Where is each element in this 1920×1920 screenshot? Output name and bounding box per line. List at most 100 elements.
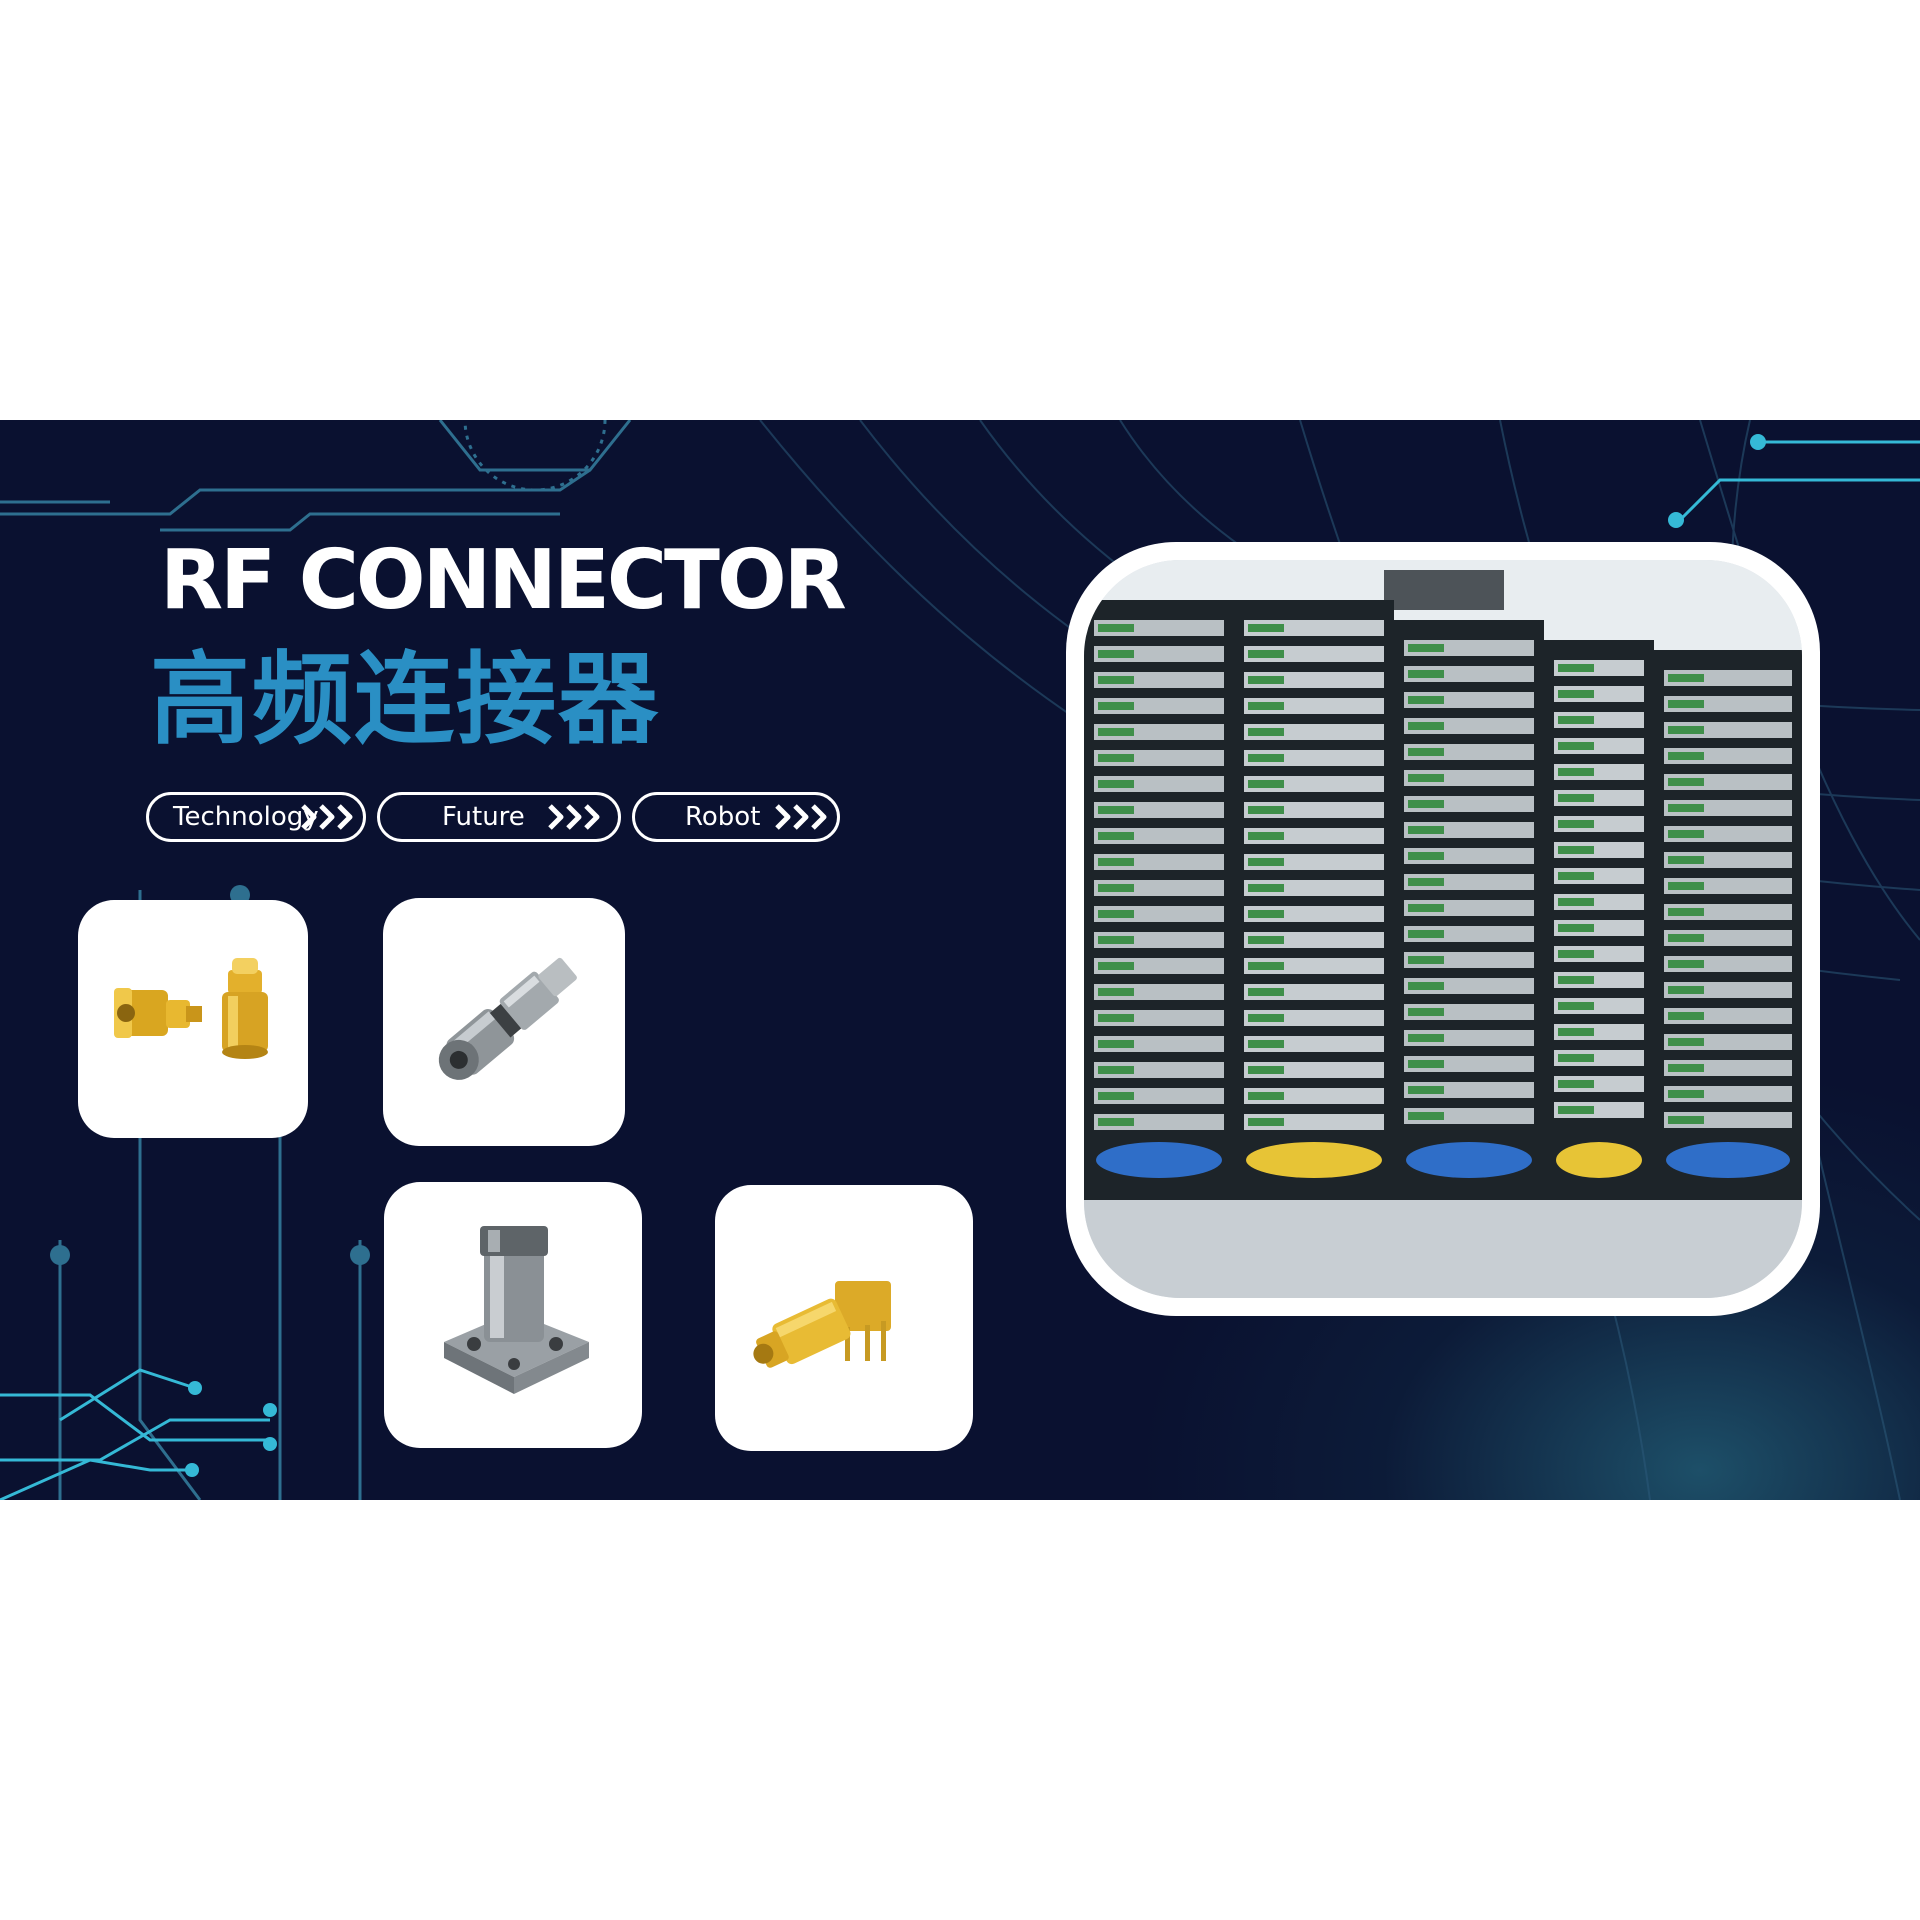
rack-unit-display: [1668, 778, 1704, 786]
rack-unit-display: [1668, 934, 1704, 942]
rack-unit-display: [1408, 956, 1444, 964]
rack-unit-display: [1408, 852, 1444, 860]
tag-robot[interactable]: Robot: [632, 792, 840, 842]
rack-unit-display: [1098, 702, 1134, 710]
rack-unit-display: [1668, 1090, 1704, 1098]
rack-unit-display: [1408, 878, 1444, 886]
rack-unit-display: [1668, 960, 1704, 968]
rack-unit-display: [1248, 1014, 1284, 1022]
title-chinese: 高频连接器: [150, 641, 660, 758]
rack-unit-display: [1098, 858, 1134, 866]
tag-technology-label: Technology: [173, 802, 319, 832]
fiber-cable-bundle: [1096, 1142, 1222, 1178]
fiber-cable-bundle: [1406, 1142, 1532, 1178]
server-rack: [1234, 600, 1394, 1200]
rack-unit-display: [1248, 832, 1284, 840]
rack-unit-display: [1408, 982, 1444, 990]
rack-unit-display: [1098, 1118, 1134, 1126]
rack-unit-display: [1098, 806, 1134, 814]
rack-unit-display: [1558, 898, 1594, 906]
rack-unit-display: [1408, 774, 1444, 782]
rack-unit-display: [1248, 936, 1284, 944]
rack-unit-display: [1558, 716, 1594, 724]
rack-unit-display: [1248, 1118, 1284, 1126]
rack-unit-display: [1098, 780, 1134, 788]
product-card-bnc: [383, 898, 625, 1146]
rack-unit-display: [1558, 664, 1594, 672]
fiber-cable-bundle: [1666, 1142, 1790, 1178]
rack-unit-display: [1558, 872, 1594, 880]
rack-unit-display: [1098, 910, 1134, 918]
rack-unit-display: [1098, 1066, 1134, 1074]
rack-unit-display: [1098, 1092, 1134, 1100]
rack-unit-display: [1408, 930, 1444, 938]
server-rack: [1084, 600, 1234, 1200]
rack-unit-display: [1248, 728, 1284, 736]
triple-chevron-right-icon: [548, 804, 600, 830]
rack-unit-display: [1408, 696, 1444, 704]
rack-unit-display: [1558, 950, 1594, 958]
rack-unit-display: [1248, 754, 1284, 762]
rack-unit-display: [1248, 702, 1284, 710]
rack-unit-display: [1668, 908, 1704, 916]
main-photo-frame: [1066, 542, 1820, 1316]
rack-unit-display: [1558, 1028, 1594, 1036]
rack-unit-display: [1408, 1112, 1444, 1120]
rack-unit-display: [1558, 846, 1594, 854]
rack-unit-display: [1668, 674, 1704, 682]
rack-unit-display: [1408, 1008, 1444, 1016]
rack-unit-display: [1668, 882, 1704, 890]
rack-unit-display: [1668, 804, 1704, 812]
rack-unit-display: [1248, 884, 1284, 892]
rack-unit-display: [1248, 624, 1284, 632]
rack-unit-display: [1248, 858, 1284, 866]
rack-unit-display: [1248, 1066, 1284, 1074]
product-card-right-angle-sma: [715, 1185, 973, 1451]
rack-unit-display: [1098, 832, 1134, 840]
right-angle-sma-connector-image: [753, 1281, 891, 1368]
rack-unit-display: [1408, 670, 1444, 678]
rack-unit-display: [1248, 1040, 1284, 1048]
fiber-cable-bundle: [1246, 1142, 1382, 1178]
tag-future-label: Future: [442, 802, 525, 832]
product-card-flange-sma: [384, 1182, 642, 1448]
rack-unit-display: [1098, 650, 1134, 658]
rack-unit-display: [1248, 962, 1284, 970]
rack-unit-display: [1668, 856, 1704, 864]
rack-unit-display: [1668, 1064, 1704, 1072]
rack-unit-display: [1098, 1040, 1134, 1048]
rack-unit-display: [1558, 794, 1594, 802]
rack-unit-display: [1098, 988, 1134, 996]
rack-unit-display: [1408, 1060, 1444, 1068]
rack-unit-display: [1408, 1034, 1444, 1042]
rack-unit-display: [1098, 1014, 1134, 1022]
rack-unit-display: [1408, 644, 1444, 652]
rack-unit-display: [1668, 1116, 1704, 1124]
rack-unit-display: [1558, 924, 1594, 932]
tag-future[interactable]: Future: [377, 792, 621, 842]
rack-unit-display: [1668, 986, 1704, 994]
rack-unit-display: [1558, 742, 1594, 750]
rack-unit-display: [1248, 806, 1284, 814]
triple-chevron-right-icon: [775, 804, 827, 830]
product-card-mmcx: [78, 900, 308, 1138]
rack-unit-display: [1558, 1054, 1594, 1062]
rack-unit-display: [1668, 700, 1704, 708]
tag-technology[interactable]: Technology: [146, 792, 366, 842]
rack-unit-display: [1668, 752, 1704, 760]
triple-chevron-right-icon: [301, 804, 353, 830]
rack-unit-display: [1248, 650, 1284, 658]
gold-connector-pair-image: [114, 958, 268, 1059]
rack-unit-display: [1248, 988, 1284, 996]
title-english: RF CONNECTOR: [160, 533, 847, 628]
rack-unit-display: [1248, 910, 1284, 918]
rack-unit-display: [1098, 754, 1134, 762]
rack-unit-display: [1408, 826, 1444, 834]
banner: RF CONNECTOR 高频连接器 Technology Future Rob…: [0, 420, 1920, 1500]
rack-unit-display: [1408, 748, 1444, 756]
rack-unit-display: [1408, 722, 1444, 730]
rack-unit-display: [1098, 884, 1134, 892]
tag-robot-label: Robot: [685, 802, 761, 832]
rack-unit-display: [1558, 976, 1594, 984]
rack-unit-display: [1668, 1038, 1704, 1046]
